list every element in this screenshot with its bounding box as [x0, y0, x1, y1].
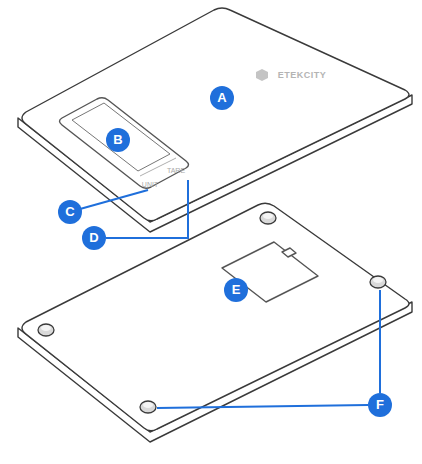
callout-letter: F	[368, 393, 392, 417]
display-screen	[72, 103, 170, 171]
callout-letter: C	[58, 200, 82, 224]
callout-letter: B	[106, 128, 130, 152]
scale-bottom	[22, 203, 409, 431]
scale-top-plate	[22, 8, 409, 221]
display-window	[60, 98, 189, 189]
callout-letter: E	[224, 278, 248, 302]
leader-lines	[80, 180, 380, 408]
rubber-feet	[38, 212, 386, 413]
battery-cover	[222, 242, 318, 302]
logo-mark	[256, 69, 268, 81]
callout-letter: D	[82, 226, 106, 250]
button-label: UNIT	[142, 181, 158, 188]
callout-letter: A	[210, 86, 234, 110]
brand-logo: ETEKCITY	[278, 70, 327, 80]
button-label: TARE	[167, 167, 185, 174]
battery-latch	[282, 248, 296, 257]
